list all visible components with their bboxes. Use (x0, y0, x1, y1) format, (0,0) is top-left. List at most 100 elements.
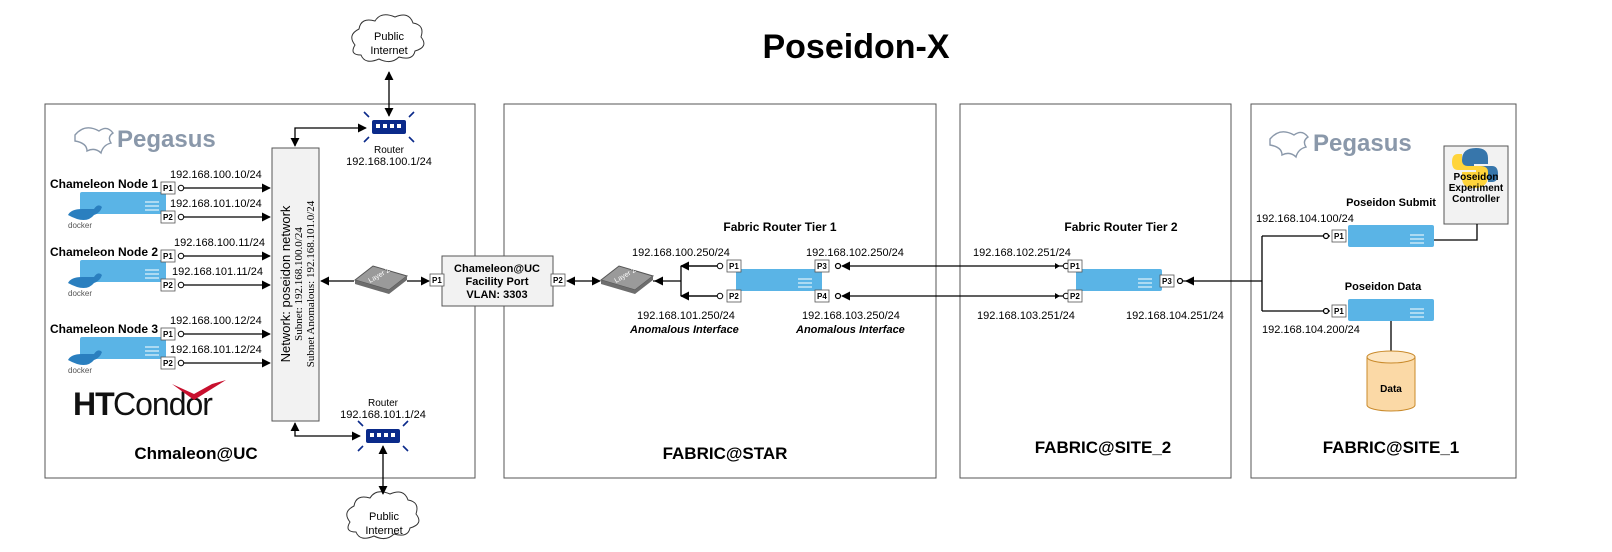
facility-port: Chameleon@UC Facility Port VLAN: 3303 P1… (429, 255, 566, 307)
port-label: P2 (163, 359, 173, 368)
fabric-router-tier1: Fabric Router Tier 1 P1 P2 P3 P4 192.168… (629, 220, 905, 336)
tier1-p4-ip: 192.168.103.250/24 (802, 310, 900, 322)
panel-fabric-star (503, 103, 937, 479)
network-name: Network: poseidon network (278, 205, 293, 362)
svg-text:Condor: Condor (113, 386, 213, 422)
node-name: Chameleon Node 2 (50, 245, 158, 259)
router-icon (363, 111, 415, 143)
pegasus-wing-icon (1269, 131, 1310, 159)
node-ip-p1: 192.168.100.12/24 (170, 315, 262, 327)
pegasus-wing-icon (74, 127, 115, 155)
router-server-icon (736, 269, 822, 291)
panel-chameleon-uc (44, 103, 476, 479)
node-ip-p1: 192.168.100.10/24 (170, 169, 262, 181)
port-label: P1 (432, 276, 442, 285)
tier1-p4-note: Anomalous Interface (795, 324, 905, 336)
data-store-label: Data (1380, 384, 1402, 395)
facility-line1: Chameleon@UC (454, 263, 540, 275)
router-ip: 192.168.101.1/24 (340, 409, 426, 421)
tier1-p2-note: Anomalous Interface (629, 324, 739, 336)
layer2-switch-star: Layer 2 (599, 265, 655, 294)
router-top: Router 192.168.100.1/24 (346, 111, 432, 168)
port-label: P1 (1334, 307, 1344, 316)
link-submit-controller (1434, 224, 1478, 241)
poseidon-network-box (271, 147, 320, 422)
docker-logo-text: docker (68, 289, 92, 298)
link-layer2-tier1 (653, 265, 720, 297)
public-internet-cloud-top: Public Internet (351, 14, 425, 63)
tier1-p3-ip: 192.168.102.250/24 (806, 247, 904, 259)
port-label: P2 (163, 213, 173, 222)
pegasus-logo-uc: Pegasus (74, 126, 216, 155)
panel-label-uc: Chmaleon@UC (134, 444, 257, 463)
tier1-p1-ip: 192.168.100.250/24 (632, 247, 730, 259)
port-label: P1 (729, 262, 739, 271)
facility-line2: Facility Port (466, 276, 529, 288)
link-network-router-bottom (290, 422, 361, 441)
chameleon-node-3: Chameleon Node 3 docker P1 P2 192.168.10… (50, 315, 262, 375)
tier2-p2-ip: 192.168.103.251/24 (977, 310, 1075, 322)
node-server-icon (80, 337, 166, 359)
poseidon-data: Poseidon Data P1 192.168.104.200/24 (1262, 281, 1434, 336)
node-name: Chameleon Node 1 (50, 177, 158, 191)
port-label: P1 (163, 252, 173, 261)
data-title: Poseidon Data (1345, 281, 1422, 293)
port-label: P3 (817, 262, 827, 271)
port-label: P1 (163, 184, 173, 193)
tier1-p2-ip: 192.168.101.250/24 (637, 310, 735, 322)
submit-server-icon (1348, 225, 1434, 247)
node-server-icon (80, 260, 166, 282)
fabric-router-tier2: Fabric Router Tier 2 P1 P2 P3 192.168.10… (973, 220, 1224, 322)
panel-label-site1: FABRIC@SITE_1 (1323, 438, 1460, 457)
experiment-controller: Poseidon Experiment Controller (1443, 145, 1509, 225)
router-label: Router (368, 398, 399, 409)
node-ip-p2: 192.168.101.10/24 (170, 198, 262, 210)
network-subnet: Subnet: 192.168.100.0/24 (293, 227, 305, 341)
page-title: Poseidon-X (762, 28, 949, 66)
docker-whale-icon: docker (68, 205, 102, 230)
data-store-cylinder: Data (1366, 350, 1416, 412)
docker-logo-text: docker (68, 366, 92, 375)
node-name: Chameleon Node 3 (50, 322, 158, 336)
port-label: P1 (163, 330, 173, 339)
submit-ip: 192.168.104.100/24 (1256, 213, 1354, 225)
tier2-p3-ip: 192.168.104.251/24 (1126, 310, 1224, 322)
port-label: P2 (729, 292, 739, 301)
link-network-router-top (290, 123, 367, 147)
port-label: P3 (1162, 277, 1172, 286)
port-label: P1 (1334, 232, 1344, 241)
docker-whale-icon: docker (68, 273, 102, 298)
tier2-title: Fabric Router Tier 2 (1064, 220, 1177, 234)
pegasus-logo-text: Pegasus (117, 126, 216, 153)
node-ip-p2: 192.168.101.11/24 (172, 266, 263, 278)
router-bottom: Router 192.168.101.1/24 (340, 398, 426, 452)
network-subnet-anomalous: Subnet Anomalous: 192.168.101.0/24 (305, 200, 317, 367)
docker-logo-text: docker (68, 221, 92, 230)
controller-line3: Controller (1452, 194, 1500, 205)
python-logo-icon (1452, 148, 1498, 188)
pegasus-logo-site1: Pegasus (1269, 130, 1412, 159)
router-server-icon (1076, 269, 1162, 291)
port-label: P2 (163, 281, 173, 290)
docker-whale-icon: docker (68, 350, 102, 375)
port-label: P1 (1070, 262, 1080, 271)
htcondor-logo: HT Condor (73, 380, 226, 422)
pegasus-logo-text: Pegasus (1313, 130, 1412, 157)
public-internet-cloud-bottom: Public Internet (346, 491, 420, 540)
port-label: P2 (553, 276, 563, 285)
link-tier2-site1 (1182, 235, 1330, 312)
panel-label-star: FABRIC@STAR (663, 444, 788, 463)
node-ip-p2: 192.168.101.12/24 (170, 344, 262, 356)
layer2-switch-uc: Layer 2 (353, 265, 409, 294)
chameleon-node-2: Chameleon Node 2 docker P1 P2 192.168.10… (50, 237, 265, 298)
svg-text:HT: HT (73, 386, 115, 422)
cloud-label-line1: Public (369, 511, 399, 523)
node-server-icon (80, 192, 166, 214)
controller-line2: Experiment (1449, 183, 1504, 194)
cloud-label-line1: Public (374, 31, 404, 43)
panel-label-site2: FABRIC@SITE_2 (1035, 438, 1172, 457)
node-ip-p1: 192.168.100.11/24 (174, 237, 265, 249)
facility-line3: VLAN: 3303 (466, 289, 527, 301)
data-server-icon (1348, 299, 1434, 321)
